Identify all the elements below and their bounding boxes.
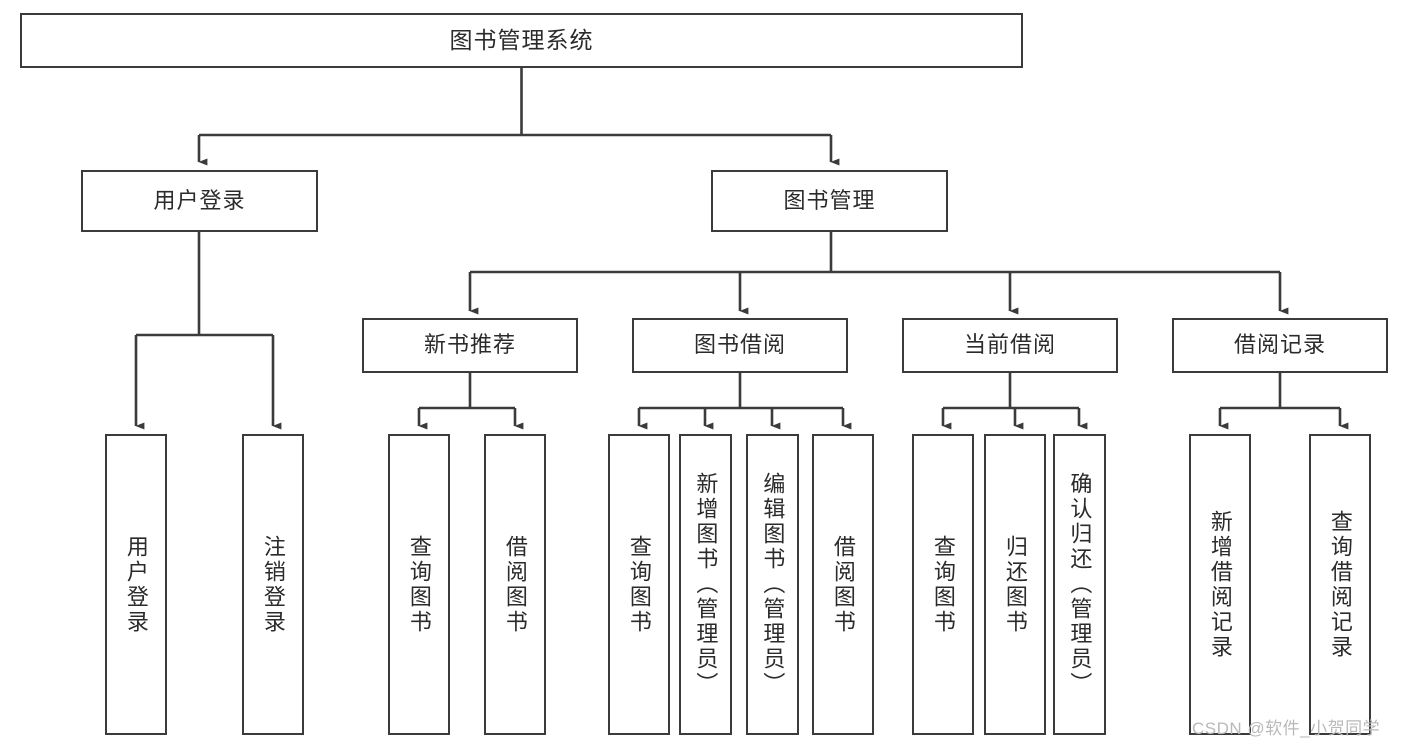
node-leaf-borrow-book-1[interactable]: 借阅图书 xyxy=(484,434,546,735)
node-leaf-query-borrow-record[interactable]: 查询借阅记录 xyxy=(1309,434,1371,735)
node-root[interactable]: 图书管理系统 xyxy=(20,13,1023,68)
node-leaf-query-book-3[interactable]: 查询图书 xyxy=(912,434,974,735)
node-leaf-query-book-3-label: 查询图书 xyxy=(930,534,956,635)
node-book-borrow[interactable]: 图书借阅 xyxy=(632,318,848,373)
node-leaf-user-login-label: 用户登录 xyxy=(123,534,149,635)
node-user-login[interactable]: 用户登录 xyxy=(81,170,318,232)
node-leaf-borrow-book-2-label: 借阅图书 xyxy=(830,534,856,635)
node-root-label: 图书管理系统 xyxy=(449,26,594,53)
node-leaf-edit-book-admin-label: 编辑图书（管理员） xyxy=(760,472,786,697)
node-leaf-edit-book-admin[interactable]: 编辑图书（管理员） xyxy=(746,434,799,735)
node-borrow-record[interactable]: 借阅记录 xyxy=(1172,318,1388,373)
node-leaf-query-book-2[interactable]: 查询图书 xyxy=(608,434,670,735)
csdn-watermark: CSDN @软件_小贺同学 xyxy=(1192,719,1381,738)
node-book-manage-label: 图书管理 xyxy=(783,187,876,213)
node-leaf-user-logout-label: 注销登录 xyxy=(260,534,286,635)
node-leaf-return-book[interactable]: 归还图书 xyxy=(984,434,1046,735)
node-leaf-user-login[interactable]: 用户登录 xyxy=(105,434,167,735)
node-new-book-recommend[interactable]: 新书推荐 xyxy=(362,318,578,373)
node-leaf-add-borrow-record-label: 新增借阅记录 xyxy=(1207,509,1233,660)
node-leaf-add-borrow-record[interactable]: 新增借阅记录 xyxy=(1189,434,1251,735)
node-leaf-confirm-return-admin-label: 确认归还（管理员） xyxy=(1067,472,1093,697)
node-leaf-confirm-return-admin[interactable]: 确认归还（管理员） xyxy=(1053,434,1106,735)
node-leaf-borrow-book-2[interactable]: 借阅图书 xyxy=(812,434,874,735)
node-book-borrow-label: 图书借阅 xyxy=(693,332,786,358)
node-current-borrow-label: 当前借阅 xyxy=(963,332,1056,358)
node-current-borrow[interactable]: 当前借阅 xyxy=(902,318,1118,373)
node-leaf-query-book-2-label: 查询图书 xyxy=(626,534,652,635)
node-leaf-add-book-admin-label: 新增图书（管理员） xyxy=(693,472,719,697)
node-book-manage[interactable]: 图书管理 xyxy=(711,170,948,232)
node-leaf-query-book-1[interactable]: 查询图书 xyxy=(388,434,450,735)
node-user-login-label: 用户登录 xyxy=(153,187,246,213)
node-leaf-query-borrow-record-label: 查询借阅记录 xyxy=(1327,509,1353,660)
node-leaf-query-book-1-label: 查询图书 xyxy=(406,534,432,635)
node-leaf-return-book-label: 归还图书 xyxy=(1002,534,1028,635)
node-leaf-borrow-book-1-label: 借阅图书 xyxy=(502,534,528,635)
node-new-book-recommend-label: 新书推荐 xyxy=(423,332,516,358)
node-borrow-record-label: 借阅记录 xyxy=(1233,332,1326,358)
node-leaf-add-book-admin[interactable]: 新增图书（管理员） xyxy=(679,434,732,735)
node-leaf-user-logout[interactable]: 注销登录 xyxy=(242,434,304,735)
